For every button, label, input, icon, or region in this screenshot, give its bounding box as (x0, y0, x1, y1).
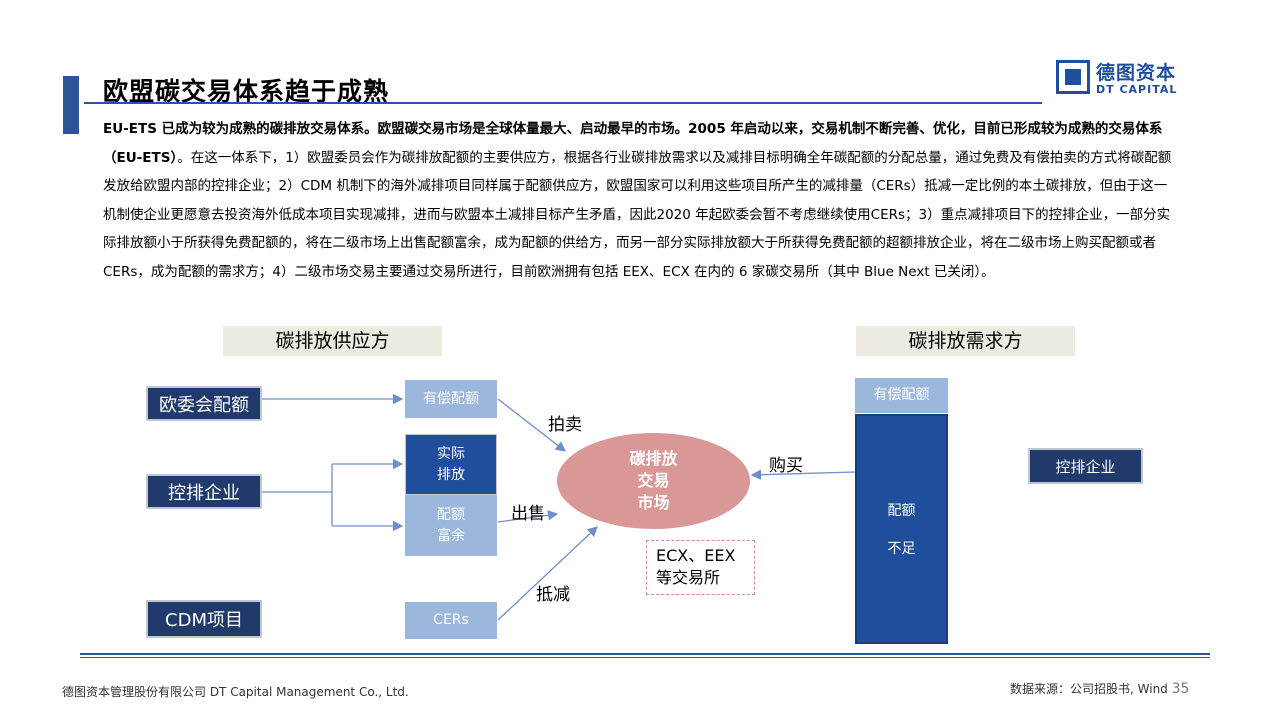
surplus-allocation-box: 配额 富余 (405, 495, 497, 556)
cdm-project-box: CDM项目 (146, 600, 262, 638)
supply-side-label: 碳排放供应方 (223, 326, 442, 356)
footer-source: 数据来源：公司招股书, Wind 35 (1010, 680, 1189, 697)
body-paragraph: EU-ETS 已成为较为成熟的碳排放交易体系。欧盟碳交易市场是全球体量最大、启动… (103, 115, 1173, 287)
footer-divider-thin (80, 657, 1210, 658)
footer-divider (80, 653, 1210, 655)
data-source: 数据来源：公司招股书, Wind (1010, 682, 1168, 696)
demand-side-label: 碳排放需求方 (856, 326, 1075, 356)
controlled-enterprise-box: 控排企业 (146, 474, 262, 509)
carbon-market-ellipse: 碳排放 交易 市场 (557, 433, 750, 529)
logo-chinese-name: 德图资本 (1096, 62, 1177, 84)
shortage-line-2: 不足 (887, 541, 916, 557)
company-logo: 德图资本 DT CAPITAL (1056, 60, 1216, 98)
cers-box: CERs (405, 602, 497, 639)
arrow-cers-to-market (497, 526, 598, 621)
page-title: 欧盟碳交易体系趋于成熟 (103, 77, 390, 106)
buy-label: 购买 (769, 456, 803, 476)
offset-label: 抵减 (536, 585, 570, 605)
arrow-surplus-to-market (497, 510, 559, 523)
logo-mark-icon (1056, 60, 1090, 94)
ec-allocation-box: 欧委会配额 (146, 386, 262, 421)
sell-label: 出售 (511, 504, 545, 524)
title-accent-bar (63, 76, 79, 134)
allocation-shortage-box: 配额 不足 (855, 414, 948, 644)
body-bold-lead: EU-ETS 已成为较为成熟的碳排放交易体系。欧盟碳交易市场是全球体量最大、启动… (103, 121, 1163, 166)
footer-company: 德图资本管理股份有限公司 DT Capital Management Co., … (62, 685, 409, 699)
auction-label: 拍卖 (548, 415, 582, 435)
shortage-line-1: 配额 (887, 503, 916, 519)
page-number: 35 (1171, 681, 1190, 697)
logo-english-name: DT CAPITAL (1096, 83, 1178, 96)
controlled-enterprise-demand-box: 控排企业 (1028, 448, 1143, 484)
paid-allocation-box: 有偿配额 (405, 380, 497, 418)
arrow-paid-to-market (497, 398, 567, 452)
title-divider (84, 102, 1042, 104)
exchanges-note: ECX、EEX 等交易所 (646, 540, 755, 595)
paid-allocation-demand-box: 有偿配额 (855, 378, 948, 413)
arrow-demand-to-market (750, 469, 856, 480)
body-text: 。在这一体系下，1）欧盟委员会作为碳排放配额的主要供应方，根据各行业碳排放需求以… (103, 149, 1172, 280)
actual-emission-box: 实际 排放 (405, 434, 497, 495)
